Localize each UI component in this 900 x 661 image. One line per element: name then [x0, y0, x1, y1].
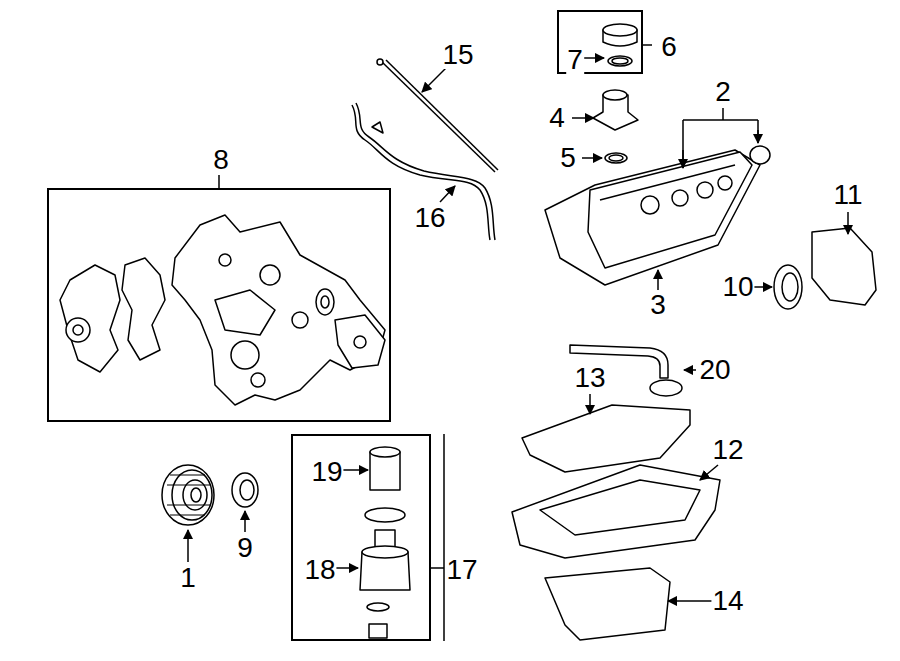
group-box: 76 [557, 10, 643, 74]
callout-number: 15 [441, 41, 474, 69]
callout-number: 1 [179, 564, 197, 592]
callout-number: 13 [573, 364, 606, 392]
callout-number: 12 [711, 436, 744, 464]
valve-cover [545, 150, 760, 285]
callout-number: 10 [721, 273, 754, 301]
callout-number: 16 [413, 204, 446, 232]
callout-number: 11 [832, 181, 863, 209]
seal-retainer [812, 228, 876, 305]
front-seal [232, 473, 258, 507]
crank-pulley [162, 465, 214, 525]
oil-filler-cap [603, 24, 637, 66]
oil-filter-kit [360, 447, 410, 638]
group-box: 191817 [291, 434, 431, 641]
callout-number: 9 [236, 534, 254, 562]
lower-oil-pan [545, 568, 670, 640]
callout-number: 4 [548, 104, 566, 132]
callout-number: 3 [649, 291, 667, 319]
callout-number: 5 [559, 144, 577, 172]
o-ring [609, 155, 623, 161]
callout-number: 8 [212, 146, 230, 174]
filler-neck [593, 90, 638, 130]
rear-seal [782, 273, 798, 301]
dipstick [377, 59, 498, 172]
upper-oil-pan [512, 465, 720, 558]
rear-seal [774, 265, 802, 309]
callout-number: 7 [566, 46, 584, 74]
callout-number: 20 [698, 356, 731, 384]
leader-lines [188, 45, 848, 641]
callout-number: 18 [303, 556, 336, 584]
callout-number: 14 [711, 587, 744, 615]
oil-pickup [570, 345, 682, 396]
callout-number: 19 [310, 458, 343, 486]
callout-number: 6 [660, 33, 678, 61]
dipstick-tube [352, 103, 495, 240]
timing-cover-kit [60, 215, 385, 405]
callout-number: 17 [445, 556, 478, 584]
callout-number: 2 [714, 78, 732, 106]
oil-baffle [522, 405, 690, 472]
o-ring [605, 153, 627, 163]
group-box: 8 [47, 188, 391, 422]
cover-seal [750, 146, 770, 164]
